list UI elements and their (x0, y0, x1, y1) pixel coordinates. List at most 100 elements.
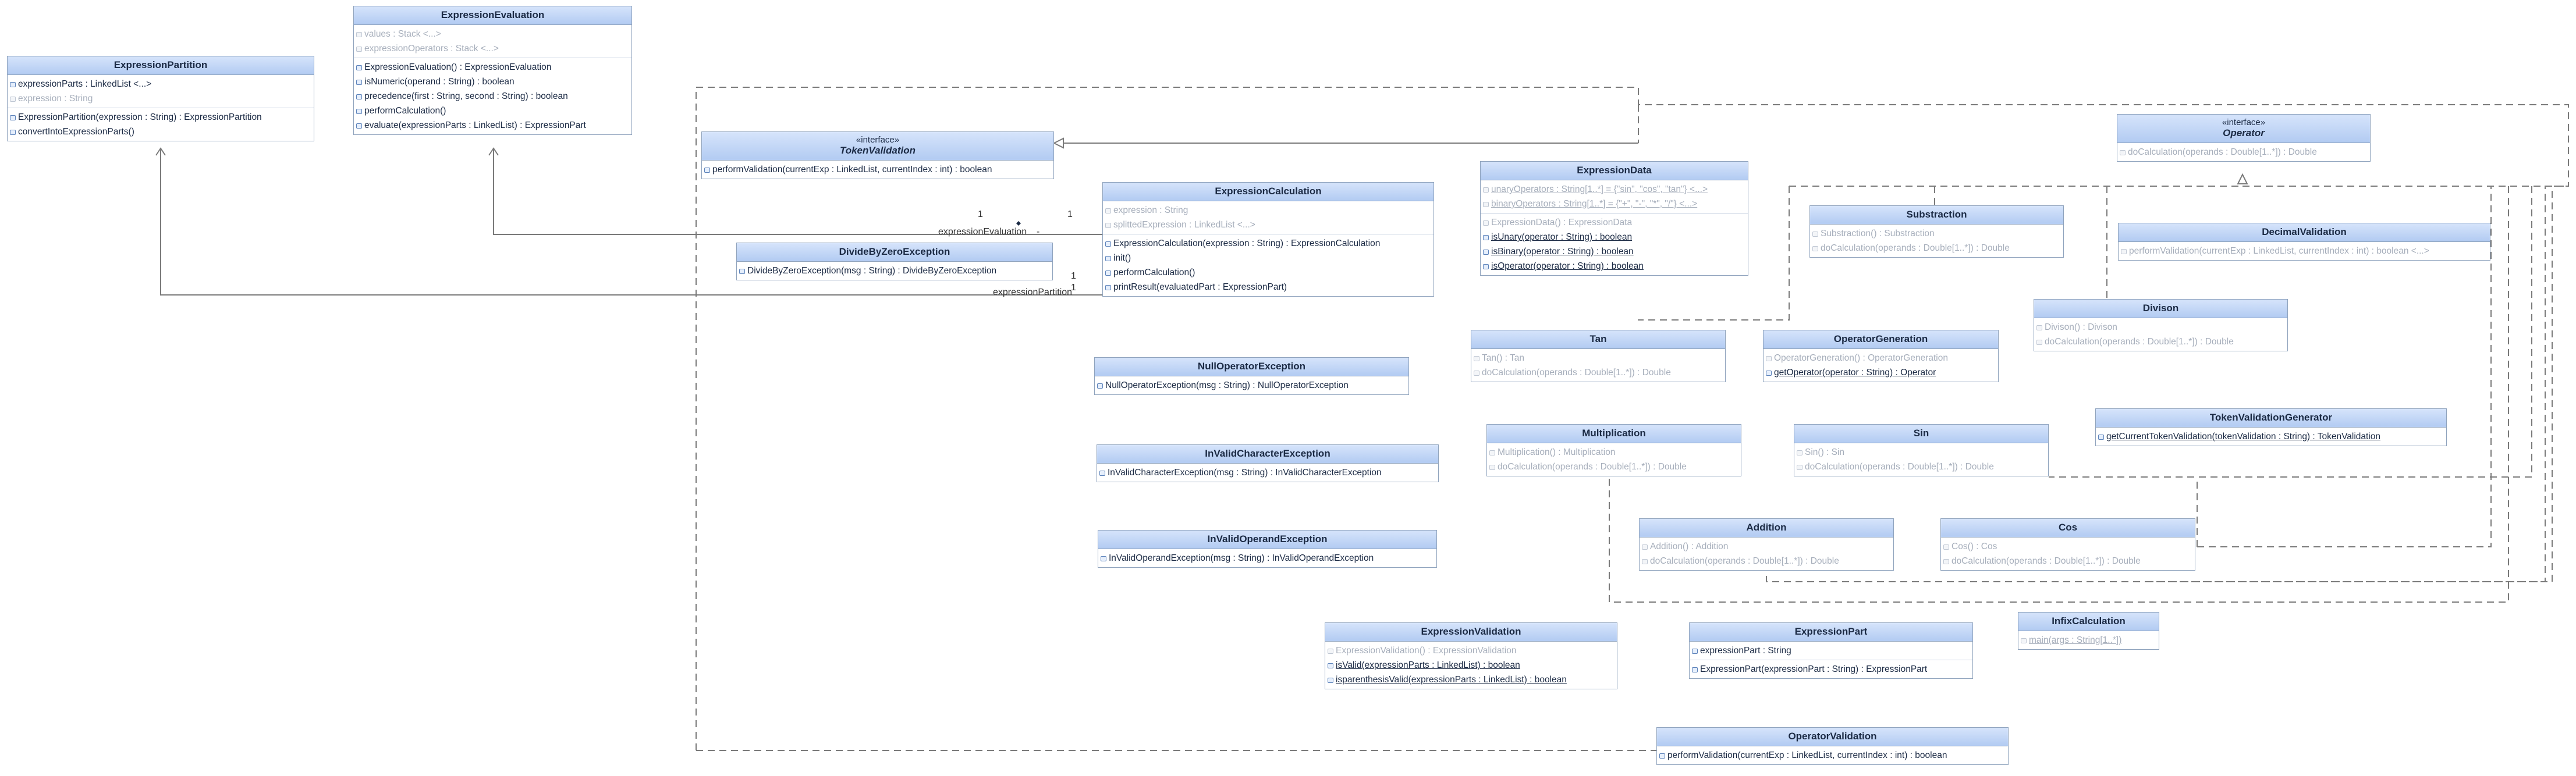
member-row[interactable]: values : Stack <...> (354, 27, 631, 41)
member-row[interactable]: expressionOperators : Stack <...> (354, 41, 631, 56)
member-row[interactable]: doCalculation(operands : Double[1..*]) :… (2117, 145, 2370, 159)
class-header: NullOperatorException (1095, 358, 1408, 376)
member-row[interactable]: performCalculation() (1103, 265, 1434, 280)
member-row[interactable]: isValid(expressionParts : LinkedList) : … (1325, 658, 1617, 672)
member-row[interactable]: getCurrentTokenValidation(tokenValidatio… (2096, 429, 2446, 444)
member-row[interactable]: ExpressionValidation() : ExpressionValid… (1325, 643, 1617, 658)
member-row[interactable]: evaluate(expressionParts : LinkedList) :… (354, 118, 631, 133)
member-row[interactable]: performValidation(currentExp : LinkedLis… (702, 162, 1053, 177)
partition-multiplicity-source: 1 (1071, 271, 1076, 281)
member-text: Tan() : Tan (1482, 353, 1524, 363)
member-text: Divison() : Divison (2045, 322, 2117, 332)
member-row[interactable]: InValidOperandException(msg : String) : … (1098, 551, 1436, 565)
visibility-icon (1483, 220, 1489, 226)
member-row[interactable]: getOperator(operator : String) : Operato… (1764, 365, 1998, 380)
member-row[interactable]: doCalculation(operands : Double[1..*]) :… (1471, 365, 1725, 380)
member-row[interactable]: performValidation(currentExp : LinkedLis… (1657, 748, 2008, 763)
member-row[interactable]: DivideByZeroException(msg : String) : Di… (737, 264, 1052, 278)
class-name: OperatorGeneration (1833, 333, 1928, 344)
member-row[interactable]: expressionParts : LinkedList <...> (8, 77, 314, 91)
operations-compartment: InValidCharacterException(msg : String) … (1097, 464, 1438, 482)
member-row[interactable]: ExpressionData() : ExpressionData (1481, 215, 1748, 230)
member-row[interactable]: doCalculation(operands : Double[1..*]) :… (1487, 460, 1741, 474)
member-row[interactable]: Substraction() : Substraction (1810, 226, 2063, 241)
member-row[interactable]: Divison() : Divison (2034, 320, 2287, 334)
member-row[interactable]: doCalculation(operands : Double[1..*]) :… (1794, 460, 2048, 474)
member-row[interactable]: binaryOperators : String[1..*] = {"+", "… (1481, 197, 1748, 211)
member-row[interactable]: InValidCharacterException(msg : String) … (1097, 465, 1438, 480)
member-row[interactable]: doCalculation(operands : Double[1..*]) :… (2034, 334, 2287, 349)
member-row[interactable]: Sin() : Sin (1794, 445, 2048, 460)
member-row[interactable]: doCalculation(operands : Double[1..*]) :… (1810, 241, 2063, 255)
token-validation-arrowhead (1052, 137, 1064, 149)
member-row[interactable]: Tan() : Tan (1471, 351, 1725, 365)
operations-compartment: performValidation(currentExp : LinkedLis… (702, 161, 1053, 179)
member-row[interactable]: Addition() : Addition (1640, 539, 1893, 554)
member-row[interactable]: ExpressionEvaluation() : ExpressionEvalu… (354, 60, 631, 74)
member-row[interactable]: isOperator(operator : String) : boolean (1481, 259, 1748, 273)
member-row[interactable]: ExpressionPartition(expression : String)… (8, 110, 314, 124)
member-row[interactable]: expression : String (1103, 203, 1434, 218)
member-row[interactable]: precedence(first : String, second : Stri… (354, 89, 631, 104)
class-header: Divison (2034, 300, 2287, 318)
member-row[interactable]: performValidation(currentExp : LinkedLis… (2119, 244, 2490, 258)
member-row[interactable]: doCalculation(operands : Double[1..*]) :… (1640, 554, 1893, 568)
class-header: Multiplication (1487, 425, 1741, 443)
member-row[interactable]: ExpressionCalculation(expression : Strin… (1103, 236, 1434, 251)
visibility-icon (2098, 435, 2104, 440)
member-row[interactable]: isUnary(operator : String) : boolean (1481, 230, 1748, 244)
member-row[interactable]: unaryOperators : String[1..*] = {"sin", … (1481, 182, 1748, 197)
member-text: performCalculation() (364, 106, 446, 116)
member-row[interactable]: convertIntoExpressionParts() (8, 124, 314, 139)
member-row[interactable]: printResult(evaluatedPart : ExpressionPa… (1103, 280, 1434, 294)
member-row[interactable]: splittedExpression : LinkedList <...> (1103, 218, 1434, 232)
member-row[interactable]: ExpressionPart(expressionPart : String) … (1690, 662, 1972, 677)
member-row[interactable]: expressionPart : String (1690, 643, 1972, 658)
member-text: doCalculation(operands : Double[1..*]) :… (2128, 147, 2317, 157)
member-row[interactable]: main(args : String[1..*]) (2018, 633, 2159, 647)
member-row[interactable]: doCalculation(operands : Double[1..*]) :… (1941, 554, 2195, 568)
operations-compartment: ExpressionPart(expressionPart : String) … (1690, 660, 1972, 678)
visibility-icon (739, 269, 745, 274)
member-row[interactable]: Multiplication() : Multiplication (1487, 445, 1741, 460)
member-row[interactable]: init() (1103, 251, 1434, 265)
member-text: expressionPart : String (1700, 646, 1791, 656)
member-row[interactable]: OperatorGeneration() : OperatorGeneratio… (1764, 351, 1998, 365)
visibility-icon (1489, 450, 1495, 455)
member-row[interactable]: isBinary(operator : String) : boolean (1481, 244, 1748, 259)
member-text: expression : String (18, 94, 93, 104)
member-row[interactable]: isparenthesisValid(expressionParts : Lin… (1325, 672, 1617, 687)
member-row[interactable]: expression : String (8, 91, 314, 106)
member-row[interactable]: isNumeric(operand : String) : boolean (354, 74, 631, 89)
visibility-icon (2021, 638, 2027, 643)
member-row[interactable]: Cos() : Cos (1941, 539, 2195, 554)
member-row[interactable]: performCalculation() (354, 104, 631, 118)
member-row[interactable]: NullOperatorException(msg : String) : Nu… (1095, 378, 1408, 393)
operations-compartment: ExpressionValidation() : ExpressionValid… (1325, 642, 1617, 689)
